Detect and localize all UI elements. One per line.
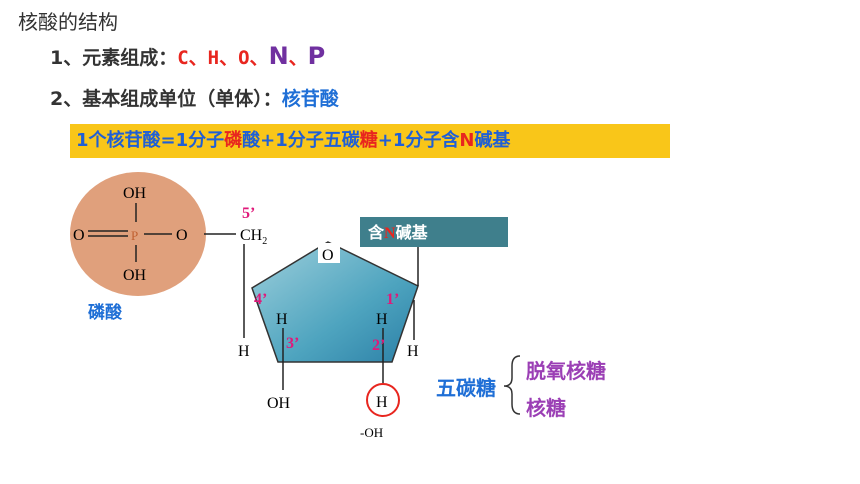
- prime-3: 3’: [286, 335, 299, 352]
- element-composition-label: 1、元素组成：: [50, 47, 178, 69]
- ch2-group: CH2: [240, 227, 267, 247]
- page-title: 核酸的结构: [18, 10, 118, 34]
- h-c1: H: [407, 343, 419, 360]
- prime-1: 1’: [386, 291, 399, 308]
- phosphate-p: P: [131, 228, 138, 243]
- phosphate-circle: [70, 172, 206, 296]
- formula-red-1: 磷: [224, 130, 243, 151]
- sugar-type-brace: [503, 355, 521, 415]
- formula-part-3: +1分子含: [377, 130, 460, 151]
- h-left: H: [238, 343, 250, 360]
- element-n: N: [268, 42, 289, 70]
- formula-red-3: N: [459, 130, 475, 151]
- phosphate-o-left: O: [73, 227, 85, 244]
- highlight-circle: [366, 383, 400, 417]
- h-c2: H: [376, 311, 388, 328]
- base-box: [360, 217, 508, 247]
- ring-oxygen: O: [322, 247, 334, 264]
- formula-red-2: 糖: [359, 130, 378, 151]
- formula-part-4: 碱基: [474, 130, 511, 151]
- basic-unit-value: 核苷酸: [281, 88, 339, 110]
- phosphate-label: 磷酸: [88, 303, 122, 323]
- nucleotide-formula-banner: 1个核苷酸=1分子磷酸+1分子五碳糖+1分子含N碱基: [70, 124, 670, 158]
- oh-c3: OH: [267, 395, 291, 412]
- prime-5: 5’: [242, 205, 255, 222]
- element-p: P: [307, 42, 326, 70]
- formula-part-2: 酸+1分子五碳: [242, 130, 360, 151]
- basic-unit-label: 2、基本组成单位（单体）：: [50, 88, 282, 110]
- sugar-ring: [251, 241, 419, 363]
- phosphate-oh-bottom: OH: [123, 267, 147, 284]
- prime-2: 2’: [372, 337, 385, 354]
- formula-part-1: 1个核苷酸=1分子: [76, 130, 225, 151]
- minus-oh-label: -OH: [360, 425, 383, 440]
- basic-unit-line: 2、基本组成单位（单体）：核苷酸: [50, 84, 339, 111]
- element-composition-line: 1、元素组成：C、H、O、N、P: [50, 42, 325, 70]
- base-box-label: 含N碱基: [368, 223, 429, 242]
- h-c2-bottom: H: [376, 394, 388, 411]
- phosphate-o-right: O: [176, 227, 188, 244]
- ring-o-background: [318, 243, 340, 263]
- pentose-label: 五碳糖: [436, 376, 496, 400]
- element-separator: 、: [288, 47, 308, 69]
- phosphate-oh-top: OH: [123, 185, 147, 202]
- deoxyribose-label: 脱氧核糖: [526, 359, 606, 383]
- h-c3: H: [276, 311, 288, 328]
- elements-cho: C、H、O、: [177, 47, 269, 69]
- prime-4: 4’: [254, 291, 267, 308]
- ribose-label: 核糖: [526, 396, 566, 420]
